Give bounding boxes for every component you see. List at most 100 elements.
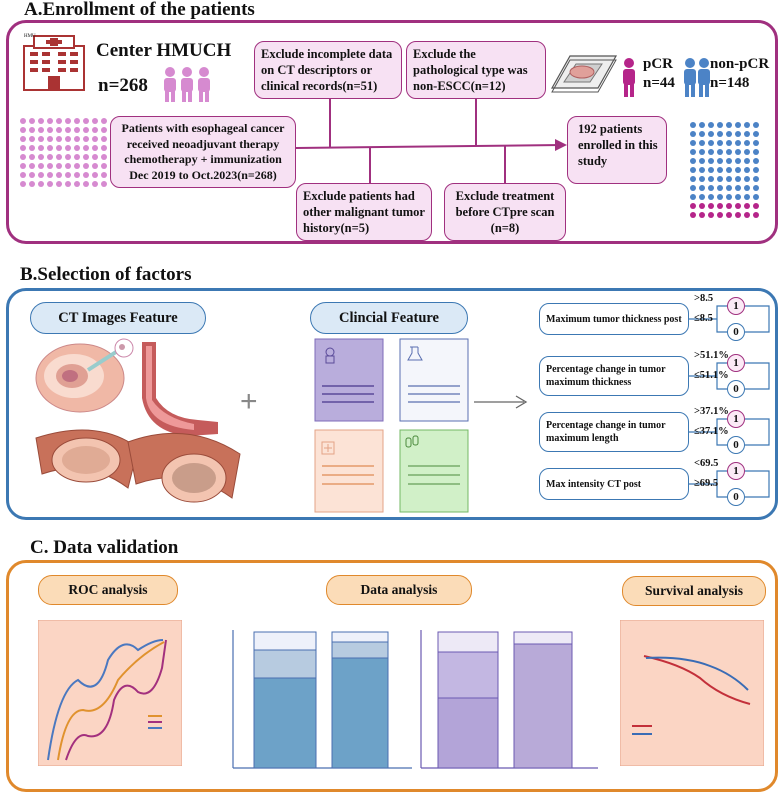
- exclusion-box-1: Exclude incomplete data on CT descriptor…: [254, 41, 402, 99]
- patient-dot: [65, 136, 71, 142]
- patient-dot: [101, 136, 107, 142]
- pcr-dot: [690, 203, 696, 209]
- threshold-high: >51.1%: [694, 350, 729, 361]
- patient-dot: [65, 163, 71, 169]
- code-zero-badge: 0: [727, 488, 745, 506]
- patient-dot: [29, 172, 35, 178]
- code-zero-badge: 0: [727, 436, 745, 454]
- non-pcr-people-icon: [684, 58, 710, 97]
- non-pcr-dot: [690, 149, 696, 155]
- non-pcr-dot: [717, 122, 723, 128]
- non-pcr-dot: [735, 122, 741, 128]
- patient-dot: [47, 163, 53, 169]
- non-pcr-dot: [690, 140, 696, 146]
- pcr-dot: [726, 212, 732, 218]
- patient-dot: [47, 118, 53, 124]
- patient-dot: [92, 163, 98, 169]
- non-pcr-dot: [753, 122, 759, 128]
- non-pcr-dot: [699, 149, 705, 155]
- start-box: Patients with esophageal cancer received…: [110, 116, 296, 188]
- survival-analysis-label: Survival analysis: [622, 576, 766, 606]
- exclusion-box-4: Exclude treatment before CTpre scan (n=8…: [444, 183, 566, 241]
- roc-analysis-label: ROC analysis: [38, 575, 178, 605]
- patient-dot: [83, 181, 89, 187]
- non-pcr-dot: [717, 140, 723, 146]
- patient-dot: [92, 181, 98, 187]
- pcr-dot: [753, 212, 759, 218]
- arrow-right-icon: [474, 395, 528, 409]
- patient-dot: [56, 181, 62, 187]
- non-pcr-dot: [753, 131, 759, 137]
- non-pcr-dot: [735, 131, 741, 137]
- threshold-high: >37.1%: [694, 406, 729, 417]
- patient-dot: [47, 127, 53, 133]
- non-pcr-dot: [717, 149, 723, 155]
- factor-connector: [689, 418, 770, 446]
- stacked-bars-blue-illustration: [232, 630, 412, 769]
- factor-connector: [689, 470, 770, 498]
- non-pcr-dot: [717, 158, 723, 164]
- pcr-dot: [744, 203, 750, 209]
- patient-dot: [101, 154, 107, 160]
- non-pcr-dot: [699, 167, 705, 173]
- patient-dot: [65, 154, 71, 160]
- non-pcr-dot: [726, 176, 732, 182]
- non-pcr-dot: [735, 176, 741, 182]
- patient-dot: [29, 136, 35, 142]
- section-a-panel: [6, 20, 778, 244]
- non-pcr-n: n=148: [710, 75, 750, 91]
- patient-dot: [38, 181, 44, 187]
- patient-dot: [92, 127, 98, 133]
- patient-dot: [74, 118, 80, 124]
- outcome-dot-grid: [690, 122, 759, 218]
- non-pcr-dot: [744, 176, 750, 182]
- non-pcr-dot: [726, 122, 732, 128]
- exclusion-box-3: Exclude patients had other malignant tum…: [296, 183, 432, 241]
- patient-dot: [47, 136, 53, 142]
- patient-dot: [92, 172, 98, 178]
- patient-dot: [29, 118, 35, 124]
- patient-dot: [101, 181, 107, 187]
- patient-dot: [20, 136, 26, 142]
- non-pcr-dot: [735, 149, 741, 155]
- non-pcr-dot: [699, 185, 705, 191]
- pcr-dot: [699, 212, 705, 218]
- non-pcr-dot: [708, 185, 714, 191]
- non-pcr-dot: [699, 194, 705, 200]
- non-pcr-dot: [708, 122, 714, 128]
- patient-dot: [47, 154, 53, 160]
- non-pcr-dot: [726, 167, 732, 173]
- patient-dot: [47, 181, 53, 187]
- result-box: 192 patients enrolled in this study: [567, 116, 667, 184]
- patient-dot: [74, 145, 80, 151]
- patient-dot: [74, 136, 80, 142]
- code-zero-badge: 0: [727, 323, 745, 341]
- non-pcr-dot: [690, 122, 696, 128]
- patient-dot-grid: [20, 118, 107, 187]
- non-pcr-dot: [717, 131, 723, 137]
- non-pcr-dot: [753, 140, 759, 146]
- pcr-dot: [708, 203, 714, 209]
- code-zero-badge: 0: [727, 380, 745, 398]
- non-pcr-dot: [726, 185, 732, 191]
- code-one-badge: 1: [727, 462, 745, 480]
- pathology-slide-icon: [550, 55, 618, 93]
- patient-dot: [29, 181, 35, 187]
- factor-box: Percentage change in tumor maximum lengt…: [539, 412, 689, 452]
- plus-sign: +: [240, 385, 258, 418]
- non-pcr-dot: [708, 167, 714, 173]
- section-b-title: B.Selection of factors: [20, 264, 192, 285]
- patient-dot: [101, 163, 107, 169]
- non-pcr-dot: [717, 176, 723, 182]
- patient-dot: [47, 145, 53, 151]
- non-pcr-dot: [690, 194, 696, 200]
- non-pcr-dot: [726, 140, 732, 146]
- patient-dot: [29, 154, 35, 160]
- non-pcr-dot: [708, 158, 714, 164]
- non-pcr-dot: [744, 140, 750, 146]
- patient-dot: [20, 145, 26, 151]
- non-pcr-dot: [699, 158, 705, 164]
- factor-box: Maximum tumor thickness post: [539, 303, 689, 335]
- patient-dot: [101, 127, 107, 133]
- patient-dot: [83, 163, 89, 169]
